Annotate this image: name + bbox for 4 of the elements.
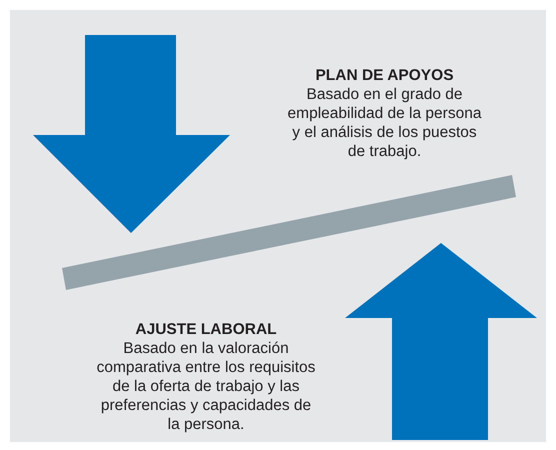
heading: AJUSTE LABORAL (134, 320, 278, 339)
heading: PLAN DE APOYOS (314, 66, 455, 85)
description-text: Basado en la valoración comparativa entre los requisitos de la oferta de trabajo y las preferencias y capacidades de la persona. (96, 339, 316, 434)
description-text: Basado en el grado de empleabilidad de la persona y el análisis de los puestos de trabajo. (286, 85, 482, 161)
